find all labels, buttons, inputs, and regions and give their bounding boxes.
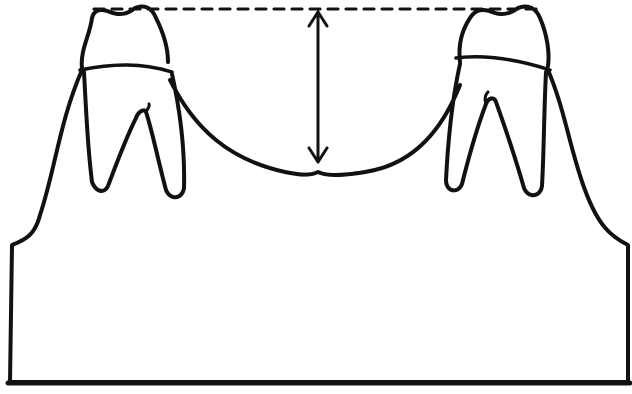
- depth-arrow: [309, 12, 327, 162]
- left-molar-roots: [84, 72, 184, 197]
- left-molar-furcation: [146, 104, 149, 112]
- right-molar: [446, 6, 550, 195]
- alveolar-ridge: [170, 80, 460, 175]
- left-molar: [80, 6, 184, 197]
- left-molar-crown: [82, 6, 168, 68]
- left-molar-cej: [80, 65, 172, 72]
- right-molar-cej: [456, 57, 550, 70]
